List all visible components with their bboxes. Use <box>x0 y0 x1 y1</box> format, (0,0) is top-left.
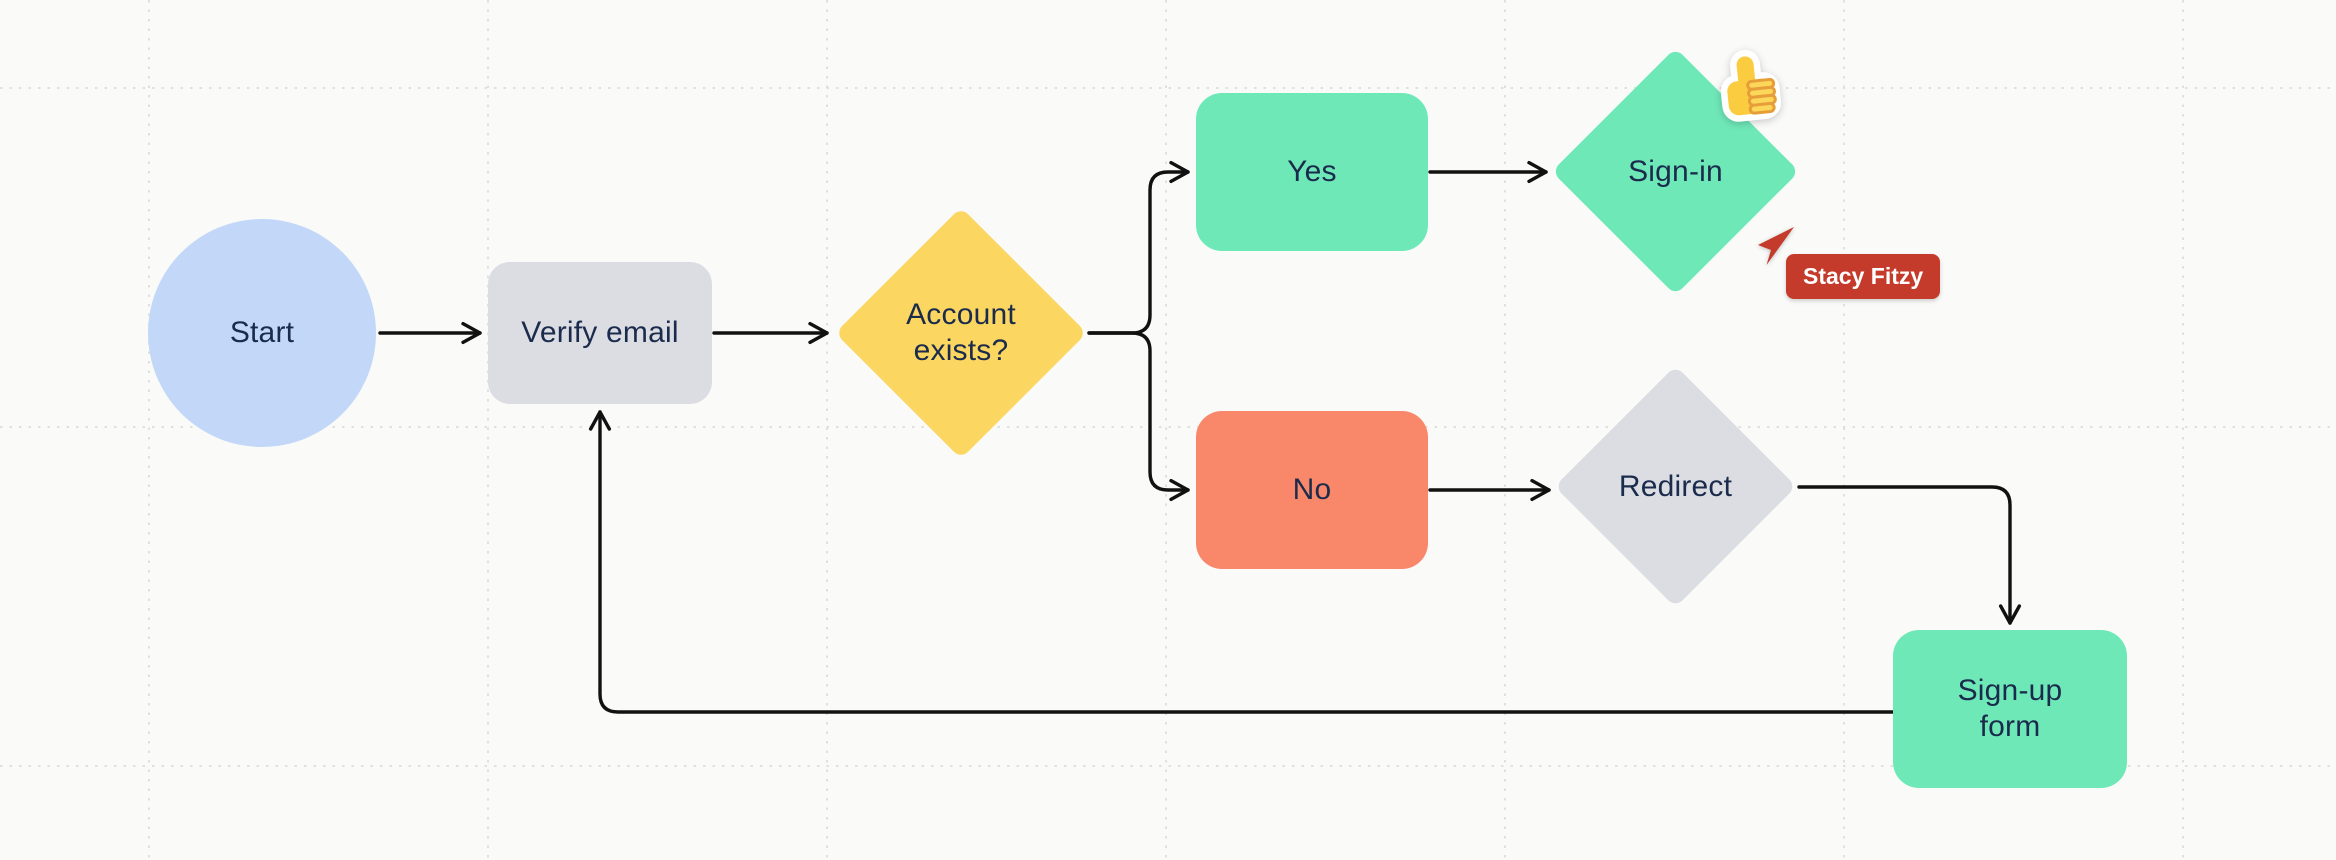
node-start[interactable]: Start <box>148 219 376 447</box>
sign-up-form-rect-shape <box>1893 630 2127 788</box>
node-sign-up-form[interactable]: Sign-up form <box>1893 630 2127 788</box>
node-verify-email[interactable]: Verify email <box>488 262 712 404</box>
node-label: Verify email <box>521 316 679 349</box>
node-label: Redirect <box>1618 469 1733 503</box>
node-label: Yes <box>1287 155 1337 188</box>
node-label: Sign-up form <box>1957 674 2063 743</box>
thumbs-up-icon[interactable] <box>1710 48 1790 128</box>
edge-account-exists-to-no[interactable] <box>1087 331 1190 502</box>
yes-rect-shape <box>1196 93 1428 251</box>
node-yes[interactable]: Yes <box>1196 93 1428 251</box>
edge-account-exists-to-yes[interactable] <box>1087 160 1190 335</box>
node-label: Sign-in <box>1628 154 1723 188</box>
node-no[interactable]: No <box>1196 411 1428 569</box>
node-account-exists[interactable]: Account exists? <box>835 207 1087 459</box>
verify-email-rect-shape <box>488 262 712 404</box>
node-label: Account exists? <box>906 298 1016 367</box>
node-label: No <box>1292 473 1332 506</box>
node-sign-in[interactable]: Sign-in <box>1551 47 1800 296</box>
node-label: Start <box>229 316 295 349</box>
edge-redirect-to-sign-up-form[interactable] <box>1797 485 2022 625</box>
start-circle-shape <box>148 219 376 447</box>
node-redirect[interactable]: Redirect <box>1554 365 1797 608</box>
collaborator-cursor-icon <box>1758 227 1794 265</box>
collaborator-name-badge: Stacy Fitzy <box>1786 254 1941 299</box>
